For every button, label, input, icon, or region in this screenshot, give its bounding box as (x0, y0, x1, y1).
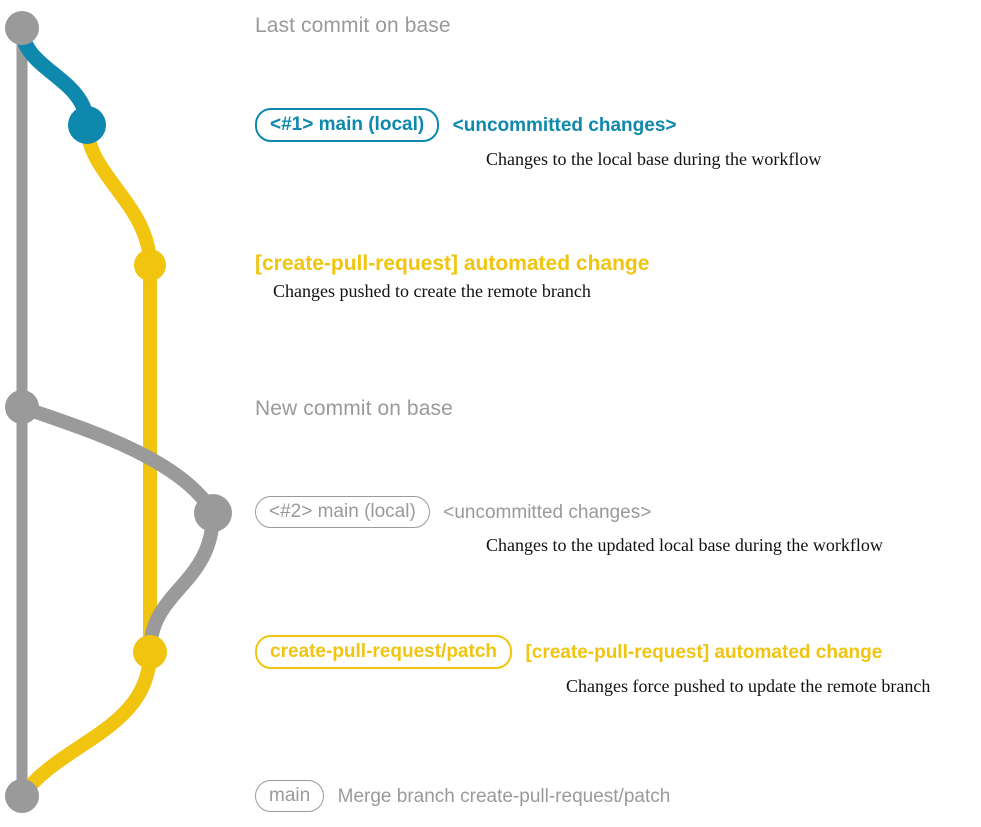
branch-pill-create-pull-request-patch[interactable]: create-pull-request/patch (255, 635, 512, 669)
patch-merge-edge (15, 645, 157, 803)
branch-pill-main[interactable]: main (255, 780, 325, 812)
commit-description-patch-2: Changes force pushed to update the remot… (566, 676, 931, 696)
row-patch-commit-1: [create-pull-request] automated change C… (255, 253, 649, 302)
row-local-commit-2: <#2> main (local) <uncommitted changes> … (255, 496, 883, 556)
node-local-commit-2 (194, 494, 232, 532)
patch-branch-edge-1 (80, 118, 157, 272)
detached-branch-edge (15, 400, 220, 520)
commit-description-local-2: Changes to the updated local base during… (486, 535, 883, 555)
commit-message-merge: Merge branch create-pull-request/patch (337, 785, 671, 807)
row-merge-commit-main: main Merge branch create-pull-request/pa… (255, 780, 670, 812)
branch-pill-main-local-2[interactable]: <#2> main (local) (255, 496, 430, 528)
node-patch-commit-2 (133, 635, 167, 669)
node-last-commit-on-base (5, 11, 39, 45)
node-merge-commit-main (5, 779, 39, 813)
headline-last-commit-on-base: Last commit on base (255, 14, 451, 37)
node-patch-commit-1 (134, 249, 166, 281)
row-local-commit-1: <#1> main (local) <uncommitted changes> … (255, 108, 821, 170)
row-new-commit-on-base: New commit on base (255, 397, 453, 421)
commit-description-local-1: Changes to the local base during the wor… (486, 149, 822, 169)
commit-description-patch-1: Changes pushed to create the remote bran… (273, 281, 591, 301)
node-new-commit-on-base (5, 390, 39, 424)
node-local-commit-1 (68, 106, 106, 144)
detached-merge-edge (143, 506, 220, 659)
row-last-commit-on-base: Last commit on base (255, 14, 451, 38)
commit-message-local-1: <uncommitted changes> (452, 114, 677, 136)
commit-message-patch-2: [create-pull-request] automated change (525, 641, 883, 663)
row-patch-commit-2: create-pull-request/patch [create-pull-r… (255, 635, 930, 697)
headline-new-commit-on-base: New commit on base (255, 397, 453, 420)
commit-message-patch-1: [create-pull-request] automated change (255, 252, 650, 275)
commit-message-local-2: <uncommitted changes> (443, 501, 652, 523)
branch-pill-main-local-1[interactable]: <#1> main (local) (255, 108, 440, 142)
